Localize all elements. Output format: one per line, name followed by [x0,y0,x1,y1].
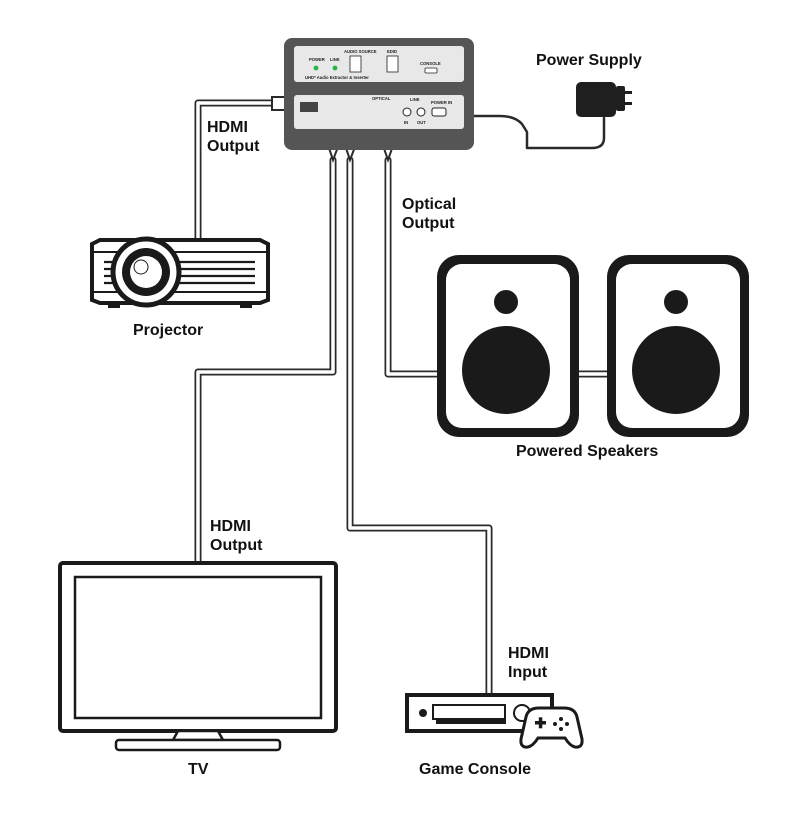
console-hdmi-input-label-line1: HDMI [508,645,549,662]
optical-output-label-line1: Optical [402,196,457,213]
power-adapter-icon [576,82,632,117]
tv-hdmi-output-label-line2: Output [210,537,263,554]
device-back-panel [294,95,464,129]
front-model-label: UHD* Audio Extractor & Inserter [305,75,369,80]
back-in-label: IN [404,120,408,125]
edid-switch-icon [386,55,399,73]
front-console-label: CONSOLE [420,61,441,66]
console-hdmi-input-label-line2: Input [508,664,548,681]
back-line-label: LINE [410,97,420,102]
projector-hdmi-cable [194,99,294,252]
projector-label: Projector [133,322,204,339]
optical-cable [384,156,449,378]
line-out-jack-icon [416,107,426,117]
power-cable [468,114,606,150]
tv-label: TV [188,761,209,778]
tv-icon [58,561,338,752]
back-out-label: OUT [417,120,426,125]
front-edid-label: EDID [387,49,397,54]
front-audio-source-label: AUDIO SOURCE [344,49,377,54]
device-front-panel [294,46,464,82]
audio-extractor-device: POWER LINK AUDIO SOURCE EDID CONSOLE UHD… [284,38,474,150]
projector-icon [90,236,270,308]
powered-speakers-label: Powered Speakers [516,443,659,460]
power-supply-label: Power Supply [536,52,642,69]
tv-hdmi-output-label-line1: HDMI [210,518,251,535]
projector-hdmi-output-label-line2: Output [207,138,260,155]
power-in-jack-icon [431,107,447,117]
optical-output-label-line2: Output [402,215,455,232]
line-in-jack-icon [402,107,412,117]
gamepad-icon [519,706,584,749]
speaker-left-icon [437,255,579,437]
cables [194,99,622,699]
front-power-label: POWER [309,57,325,62]
back-optical-label: OPTICAL [372,96,391,101]
console-port-icon [424,67,438,74]
tv-hdmi-cable [194,156,337,569]
back-power-in-label: POWER IN [431,100,452,105]
speaker-right-icon [607,255,749,437]
link-led-icon [332,65,338,71]
audio-source-switch-icon [349,55,362,73]
front-link-label: LINK [330,57,340,62]
console-hdmi-cable [346,156,493,699]
power-led-icon [313,65,319,71]
projector-hdmi-output-label-line1: HDMI [207,119,248,136]
game-console-label: Game Console [419,761,532,778]
